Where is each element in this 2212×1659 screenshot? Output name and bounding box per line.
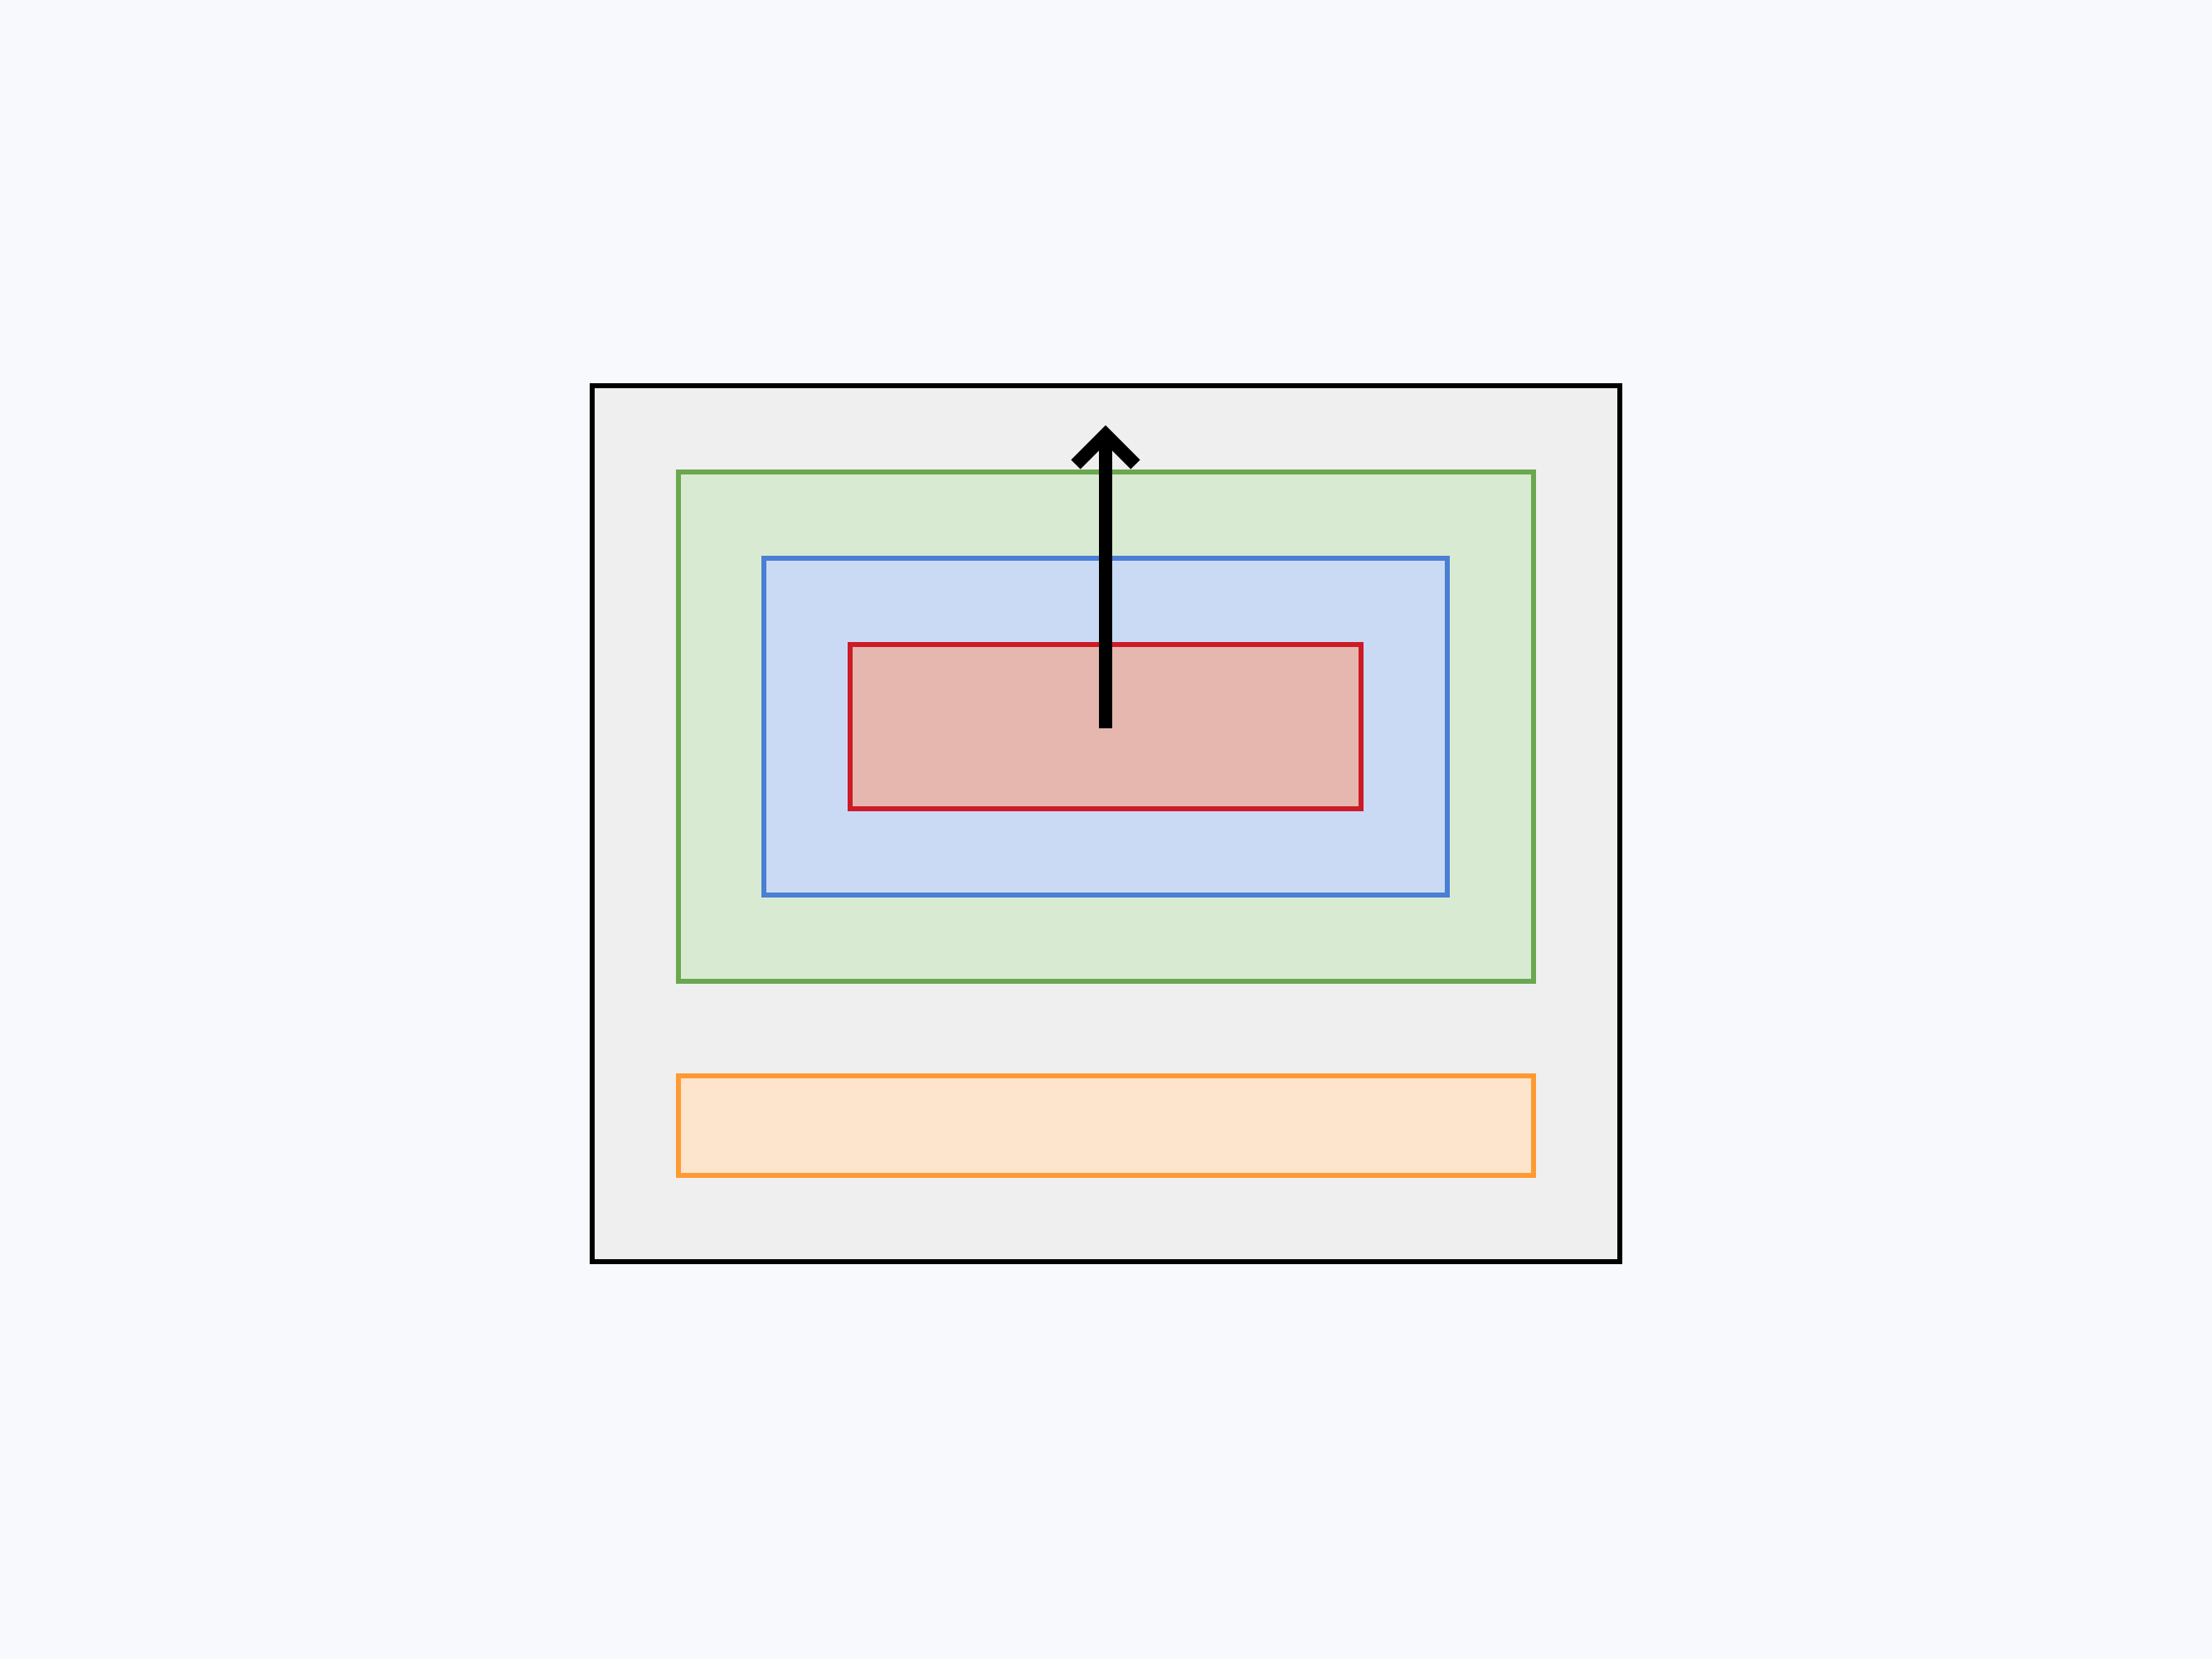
orange-box [676, 1073, 1536, 1178]
red-box [848, 642, 1364, 811]
